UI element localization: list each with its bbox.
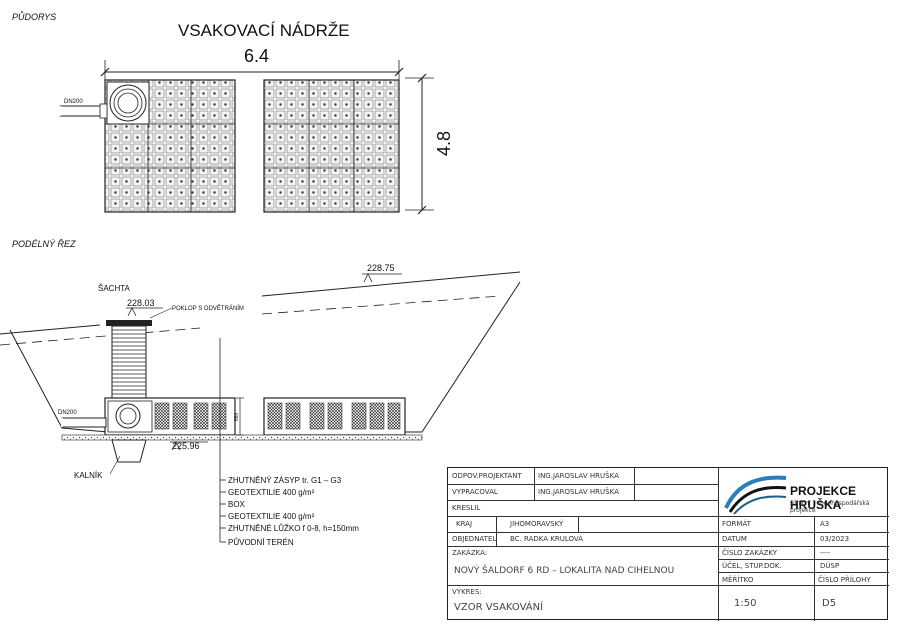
format-label: FORMÁT	[722, 520, 751, 528]
bottom-level-value: 225.96	[172, 441, 200, 451]
bottom-level-marker	[170, 441, 208, 451]
lid-level-marker	[126, 307, 163, 317]
layer-item: ZHUTNĚNÉ LŮŽKO f 0-8, h=150mm	[228, 524, 359, 533]
layer-item: BOX	[228, 500, 246, 509]
layer-item: PŮVODNÍ TERÉN	[228, 538, 294, 547]
datum-label: DATUM	[722, 535, 747, 543]
ucel-label: ÚČEL, STUP.DOK.	[722, 562, 782, 570]
kraj-label: KRAJ	[456, 520, 473, 528]
datum-value: 03/2023	[820, 535, 850, 543]
layer-callout-leader	[219, 338, 226, 543]
section-view-label: PODÉLNÝ ŘEZ	[12, 239, 76, 249]
dn200-plan-label: DN200	[64, 99, 83, 105]
cislo-prilohy-label: ČÍSLO PŘÍLOHY	[818, 576, 871, 584]
lid-note: POKLOP S ODVĚTRÁNÍM	[172, 304, 244, 312]
right-tank-plan	[263, 79, 400, 213]
cislo-zakazky-label: ČÍSLO ZAKÁZKY	[722, 549, 778, 557]
height-dimension-value: 4.8	[434, 131, 454, 156]
width-dimension-value: 6.4	[244, 46, 269, 66]
vykres-value: VZOR VSAKOVÁNÍ	[454, 602, 544, 613]
left-box-section	[104, 397, 236, 436]
lid-note-leader	[149, 307, 173, 319]
inlet-pipe-section	[61, 417, 107, 428]
terrain-level-marker	[362, 273, 402, 283]
box-height-dimension	[236, 397, 244, 436]
title-block: ODPOV.PROJEKTANT ING.JAROSLAV HRUŠKA VYP…	[447, 467, 889, 621]
shaft-section	[106, 320, 152, 399]
dn200-section-label: DN200	[58, 410, 77, 416]
vypracoval-label: VYPRACOVAL	[452, 488, 498, 496]
zakazka-value: NOVÝ ŠALDORF 6 RD – LOKALITA NAD CIHELNO…	[454, 566, 675, 576]
sump-section	[109, 439, 147, 475]
meritko-value: 1:50	[734, 598, 757, 609]
logo-title: PROJEKCE HRUŠKA	[790, 484, 857, 512]
cislo-prilohy-value: D5	[822, 598, 837, 609]
road-swoosh-icon	[724, 475, 787, 515]
plan-view-label: PŮDORYS	[12, 11, 56, 22]
lid-level-value: 228.03	[127, 298, 155, 308]
meritko-label: MĚŘÍTKO	[722, 576, 754, 584]
vykres-label: VÝKRES:	[452, 588, 482, 596]
bedding-layer	[61, 434, 423, 441]
terrain-level-value: 228.75	[367, 263, 395, 273]
drawing-title: VSAKOVACÍ NÁDRŽE	[178, 21, 350, 40]
width-dimension	[100, 60, 404, 80]
excavation-outline	[0, 271, 521, 433]
terrain-line-right	[261, 295, 501, 315]
terrain-line-left	[0, 327, 201, 346]
company-logo: PROJEKCE HRUŠKA silniční | vodohospodářs…	[720, 468, 888, 516]
right-box-section	[263, 397, 406, 436]
format-value: A3	[820, 520, 830, 528]
layer-item: GEOTEXTILIE 400 g/m²	[228, 488, 315, 497]
cislo-zakazky-value: ----	[820, 549, 831, 557]
kreslil-label: KRESLIL	[452, 504, 481, 512]
height-dimension	[405, 73, 434, 215]
inlet-pipe-plan	[59, 103, 108, 119]
objednatel-label: OBJEDNATEL	[452, 535, 497, 543]
objednatel-value: BC. RADKA KRULOVÁ	[510, 535, 584, 543]
kraj-value: JIHOMORAVSKÝ	[510, 520, 564, 528]
zakazka-label: ZAKÁZKA:	[452, 549, 488, 557]
layer-item: ZHUTNĚNÝ ZÁSYP tr. G1 – G3	[228, 476, 342, 485]
shaft-plan	[106, 81, 150, 125]
odpov-value: ING.JAROSLAV HRUŠKA	[538, 472, 619, 480]
logo-subtitle: silniční | vodohospodářská projekce	[790, 500, 870, 514]
sump-label: KALNÍK	[74, 471, 103, 480]
vypracoval-value: ING.JAROSLAV HRUŠKA	[538, 488, 619, 496]
layer-item: GEOTEXTILIE 400 g/m²	[228, 512, 315, 521]
odpov-label: ODPOV.PROJEKTANT	[452, 472, 522, 480]
box-height-value: 660	[234, 412, 240, 421]
shaft-label: ŠACHTA	[98, 284, 131, 293]
ucel-value: DÚSP	[820, 562, 840, 570]
